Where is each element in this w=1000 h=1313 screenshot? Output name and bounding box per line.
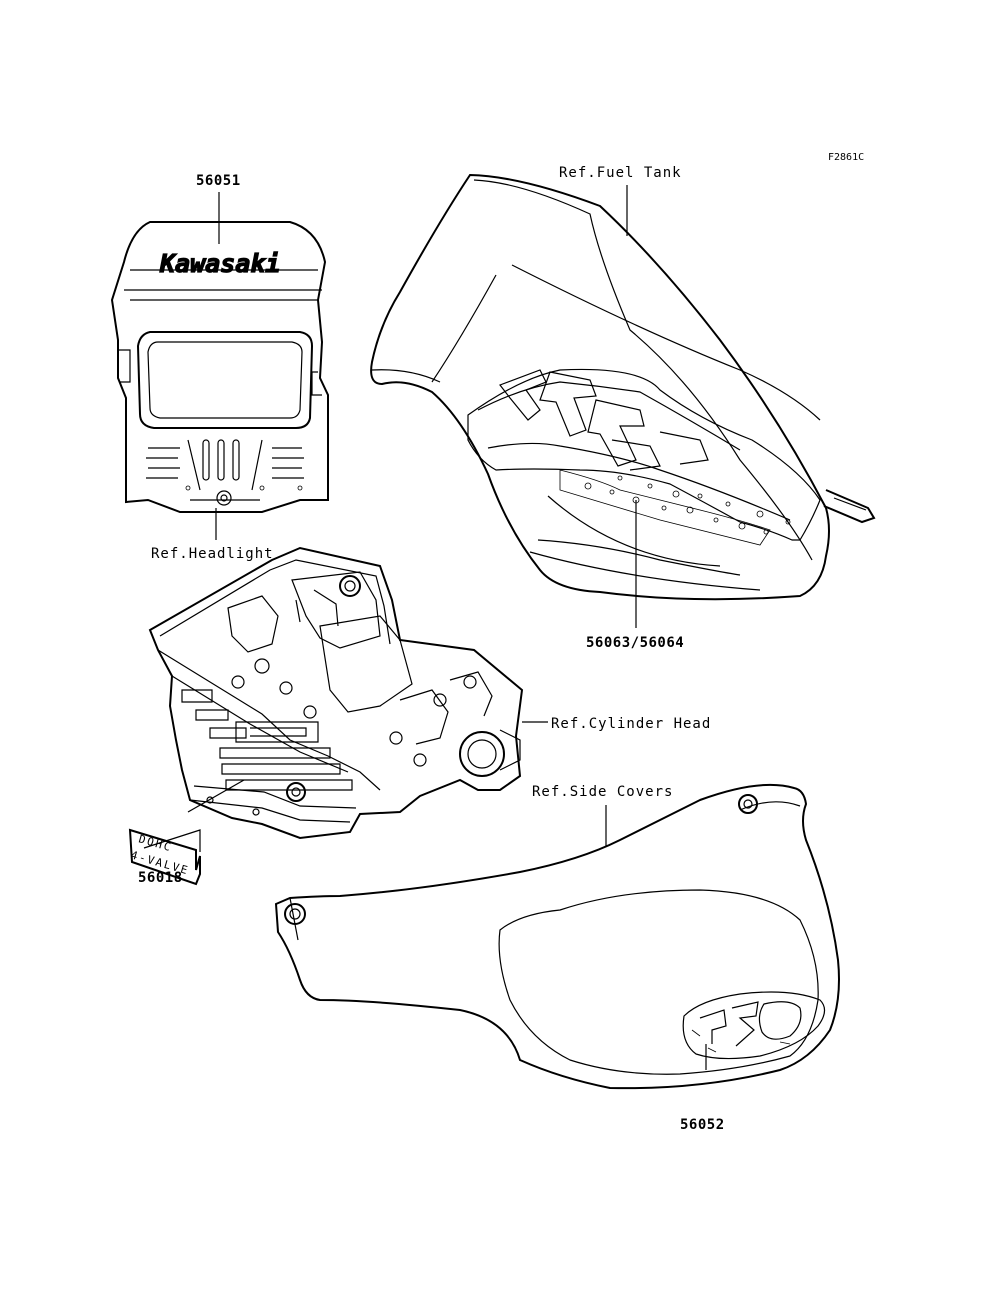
brand-decal-text: Kawasaki bbox=[159, 249, 280, 278]
callout-headlight[interactable]: Ref.Headlight bbox=[151, 546, 274, 562]
callout-fuel-tank[interactable]: Ref.Fuel Tank bbox=[559, 165, 682, 181]
callout-cylinder-head[interactable]: Ref.Cylinder Head bbox=[551, 716, 711, 732]
part-number-56063-56064[interactable]: 56063/56064 bbox=[586, 635, 684, 651]
side-cover[interactable] bbox=[274, 783, 840, 1090]
cylinder-head[interactable] bbox=[148, 546, 524, 840]
figure-id: F2861C bbox=[828, 152, 864, 163]
headlight-cowl[interactable]: Kawasaki bbox=[110, 221, 329, 513]
part-number-56051[interactable]: 56051 bbox=[196, 173, 241, 189]
part-number-56052[interactable]: 56052 bbox=[680, 1117, 725, 1133]
callout-side-covers[interactable]: Ref.Side Covers bbox=[532, 784, 673, 800]
part-number-56018[interactable]: 56018 bbox=[138, 870, 183, 886]
fuel-tank[interactable] bbox=[370, 173, 876, 601]
leader-line-56018 bbox=[187, 779, 245, 813]
